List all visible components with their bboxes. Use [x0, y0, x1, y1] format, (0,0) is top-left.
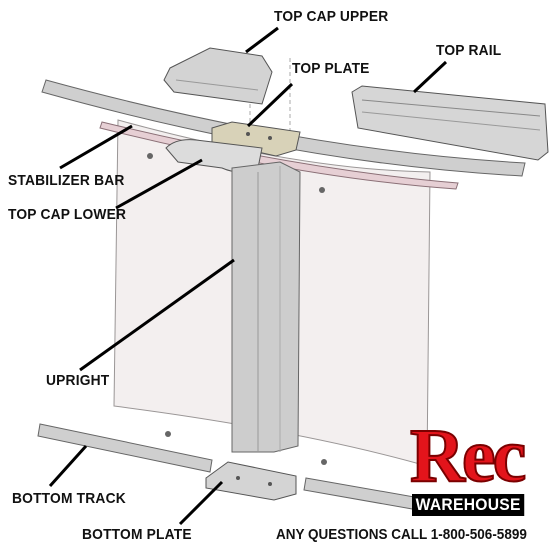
leader-bottom-plate	[178, 480, 224, 526]
logo-warehouse-text: WAREHOUSE	[412, 494, 525, 516]
screw-icon	[165, 431, 171, 437]
label-top-cap-lower: TOP CAP LOWER	[8, 206, 127, 223]
leader-top-rail	[412, 60, 448, 94]
screw-icon	[321, 459, 327, 465]
rec-warehouse-logo: Rec WAREHOUSE	[409, 414, 545, 526]
contact-phone-line: ANY QUESTIONS CALL 1-800-506-5899	[276, 526, 527, 543]
top-cap-upper-part	[163, 47, 273, 105]
leader-top-cap-lower	[115, 158, 203, 210]
label-bottom-plate: BOTTOM PLATE	[82, 526, 192, 543]
label-top-plate: TOP PLATE	[292, 60, 370, 77]
top-rail-detail-part	[351, 85, 549, 161]
screw-icon	[319, 187, 325, 193]
leader-top-plate	[246, 82, 294, 128]
top-rail-part	[41, 79, 526, 177]
label-top-cap-upper: TOP CAP UPPER	[274, 8, 389, 25]
label-stabilizer-bar: STABILIZER BAR	[8, 172, 125, 189]
leader-upright	[79, 258, 235, 372]
bottom-track-right-part	[303, 477, 421, 511]
bottom-track-left-part	[37, 423, 213, 473]
leader-top-cap-upper	[245, 26, 279, 54]
leader-bottom-track	[48, 444, 88, 488]
label-upright: UPRIGHT	[46, 372, 110, 389]
leader-stabilizer-bar	[59, 124, 133, 170]
screw-icon	[147, 153, 153, 159]
logo-rec-text: Rec	[409, 414, 527, 498]
label-bottom-track: BOTTOM TRACK	[12, 490, 126, 507]
label-top-rail: TOP RAIL	[436, 42, 502, 59]
upright-part	[231, 161, 301, 453]
bottom-plate-part	[205, 461, 297, 501]
